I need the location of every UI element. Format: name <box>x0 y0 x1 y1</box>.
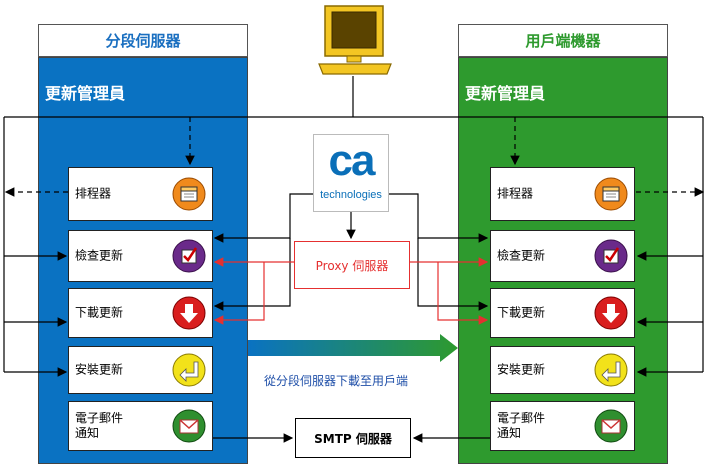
client-scheduler-box: 排程器 <box>490 167 635 221</box>
proxy-server-label: Proxy 伺服器 <box>315 258 389 273</box>
client-machine-header-label: 用戶端機器 <box>525 32 601 50</box>
smtp-server-box: SMTP 伺服器 <box>295 418 411 458</box>
staging-install-updates-box: 安裝更新 <box>68 346 213 394</box>
client-install-updates-box: 安裝更新 <box>490 346 635 394</box>
proxy-server-box: Proxy 伺服器 <box>294 241 410 289</box>
client-download-updates-label: 下載更新 <box>497 305 546 320</box>
install-arrow-icon <box>594 353 628 387</box>
ca-logo-subtext: technologies <box>320 189 382 201</box>
staging-email-notify-box: 電子郵件 通知 <box>68 401 213 451</box>
staging-server-header: 分段伺服器 <box>38 24 248 57</box>
client-email-notify-box: 電子郵件 通知 <box>490 401 635 451</box>
download-flow-label: 從分段伺服器下載至用戶端 <box>264 374 409 388</box>
envelope-icon <box>172 409 206 443</box>
staging-email-notify-label: 電子郵件 通知 <box>75 411 124 440</box>
download-arrow-icon <box>594 296 628 330</box>
staging-check-updates-box: 檢查更新 <box>68 230 213 282</box>
staging-scheduler-box: 排程器 <box>68 167 213 221</box>
staging-update-manager-title: 更新管理員 <box>45 84 126 103</box>
client-download-updates-box: 下載更新 <box>490 288 635 338</box>
calendar-icon <box>594 177 628 211</box>
checkbox-icon <box>594 239 628 273</box>
download-arrow-icon <box>172 296 206 330</box>
staging-install-updates-label: 安裝更新 <box>75 362 124 377</box>
calendar-icon <box>172 177 206 211</box>
ca-technologies-logo: ca technologies <box>313 134 389 212</box>
staging-scheduler-label: 排程器 <box>75 186 112 201</box>
staging-check-updates-label: 檢查更新 <box>75 248 124 263</box>
client-check-updates-box: 檢查更新 <box>490 230 635 282</box>
smtp-server-label: SMTP 伺服器 <box>314 431 392 446</box>
client-check-updates-label: 檢查更新 <box>497 248 546 263</box>
staging-download-updates-box: 下載更新 <box>68 288 213 338</box>
staging-server-header-label: 分段伺服器 <box>105 32 181 50</box>
envelope-icon <box>594 409 628 443</box>
client-install-updates-label: 安裝更新 <box>497 362 546 377</box>
computer-icon <box>315 2 395 78</box>
client-machine-header: 用戶端機器 <box>458 24 668 57</box>
checkbox-icon <box>172 239 206 273</box>
client-update-manager-title: 更新管理員 <box>465 84 546 103</box>
client-scheduler-label: 排程器 <box>497 186 534 201</box>
staging-download-updates-label: 下載更新 <box>75 305 124 320</box>
install-arrow-icon <box>172 353 206 387</box>
ca-logo-mark: ca <box>328 136 376 185</box>
client-email-notify-label: 電子郵件 通知 <box>497 411 546 440</box>
